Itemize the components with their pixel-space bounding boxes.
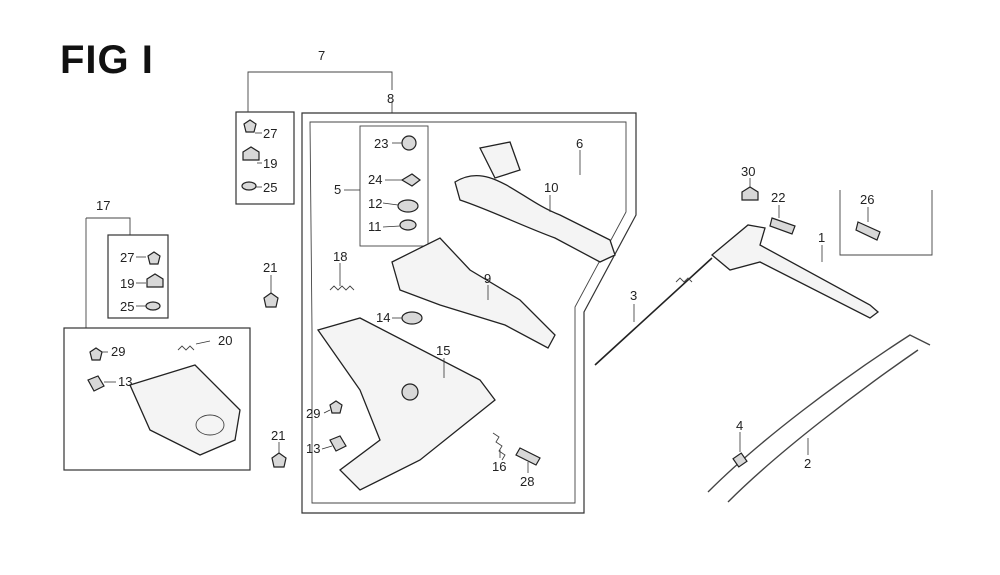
spring-24-shape [400, 173, 421, 187]
spring-18-shape [329, 285, 355, 291]
lead-13b [321, 445, 333, 450]
assembly-17-box [63, 327, 251, 471]
washer-14-shape [401, 311, 423, 325]
nut-30-shape [741, 186, 759, 201]
cable-2-line-a [707, 334, 931, 493]
washer-25a-shape [241, 181, 257, 191]
spring-16-shape [492, 432, 506, 461]
callout-9: 9 [484, 271, 491, 286]
callout-22: 22 [771, 190, 785, 205]
lead-11 [382, 225, 401, 228]
spring-20-shape [177, 345, 195, 351]
clamp-4-shape [732, 452, 748, 468]
bolt-21a-shape [263, 292, 279, 308]
bolt-27b-shape [147, 251, 161, 265]
rod-3-spring [675, 277, 693, 283]
callout-16: 16 [492, 459, 506, 474]
callout-23: 23 [374, 136, 388, 151]
callout-12: 12 [368, 196, 382, 211]
callout-27a: 27 [263, 126, 277, 141]
arm-10-shape [454, 175, 616, 263]
callout-1: 1 [818, 230, 825, 245]
callout-7: 7 [318, 48, 325, 63]
callout-6: 6 [576, 136, 583, 151]
nut-19b-shape [146, 273, 164, 288]
assembly-8-group [301, 112, 637, 514]
leader-lines [102, 101, 869, 473]
clip-13a-shape [87, 375, 105, 392]
bolt-28-shape [515, 447, 541, 466]
callout-13a: 13 [118, 374, 132, 389]
cable-2-line-b [727, 349, 919, 503]
callout-10: 10 [544, 180, 558, 195]
callout-18: 18 [333, 249, 347, 264]
callout-21b: 21 [271, 428, 285, 443]
callout-11: 11 [368, 219, 382, 234]
kit-17-group [63, 217, 251, 471]
lead-29b [323, 409, 331, 414]
arm-10-bracket-shape [479, 141, 521, 179]
callout-25a: 25 [263, 180, 277, 195]
callout-numbers: 7 8 27 19 25 5 23 24 12 11 6 10 9 18 14 … [96, 48, 874, 489]
callout-26: 26 [860, 192, 874, 207]
callout-19b: 19 [120, 276, 134, 291]
callout-3: 3 [630, 288, 637, 303]
bolt-26-shape [855, 221, 881, 241]
figure-title: FIG I [60, 38, 154, 82]
callout-29a: 29 [111, 344, 125, 359]
rod-3-group [594, 257, 713, 366]
callout-27b: 27 [120, 250, 134, 265]
bolts-21-group [263, 292, 287, 468]
callout-15: 15 [436, 343, 450, 358]
callout-25b: 25 [120, 299, 134, 314]
plate-15-shape [316, 317, 496, 491]
rod-3-shape [594, 257, 713, 366]
callout-2: 2 [804, 456, 811, 471]
callout-13b: 13 [306, 441, 320, 456]
clip-13b-shape [329, 435, 347, 452]
bracket-7-line [247, 71, 393, 95]
callout-24: 24 [368, 172, 382, 187]
callout-19a: 19 [263, 156, 277, 171]
kit-7-group [235, 71, 393, 205]
lever-1-group [710, 186, 933, 319]
kit-17-box [107, 234, 169, 319]
bracket-17-line [86, 217, 131, 235]
pivot-15-shape [401, 383, 419, 401]
callout-8: 8 [387, 91, 394, 106]
kit-7-box [235, 111, 295, 205]
assembly-8-outer-box [301, 112, 637, 514]
callout-21a: 21 [263, 260, 277, 275]
callout-17: 17 [96, 198, 110, 213]
bolt-27a-shape [243, 119, 257, 133]
washer-12-shape [397, 199, 419, 213]
assembly-8-inner-line [309, 121, 627, 504]
plate-17-shape [129, 364, 241, 456]
bolt-29b-shape [329, 400, 343, 414]
washer-25b-shape [145, 301, 161, 311]
nut-23-shape [401, 135, 417, 151]
plate-17-hole [195, 414, 225, 436]
callout-5: 5 [334, 182, 341, 197]
box-26-line [839, 190, 933, 256]
arm-9-shape [391, 237, 556, 349]
cable-2-group [707, 334, 931, 503]
callout-29b: 29 [306, 406, 320, 421]
lead-12 [382, 202, 399, 206]
sub-box-5 [359, 125, 429, 247]
lever-1-shape [710, 224, 880, 319]
callout-30: 30 [741, 164, 755, 179]
nut-19a-shape [242, 146, 260, 161]
washer-11-shape [399, 219, 417, 231]
bolt-29a-shape [89, 347, 103, 361]
bolt-22-shape [769, 217, 796, 235]
bolt-21b-shape [271, 452, 287, 468]
callout-14: 14 [376, 310, 390, 325]
lead-20 [195, 340, 211, 345]
callout-28: 28 [520, 474, 534, 489]
callout-4: 4 [736, 418, 743, 433]
callout-20: 20 [218, 333, 232, 348]
